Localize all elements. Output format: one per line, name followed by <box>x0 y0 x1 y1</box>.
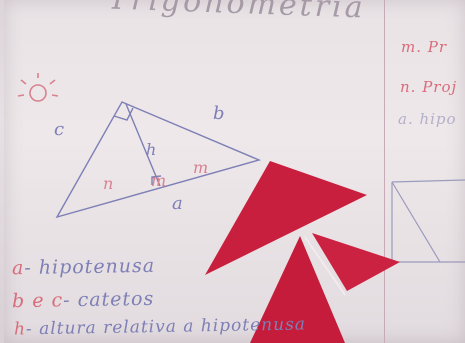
right-triangle <box>55 101 262 219</box>
red-paper-triangle-bottom <box>250 236 345 343</box>
red-paper-triangle-large <box>205 161 367 275</box>
definition-catetos: b e c- catetos <box>12 288 155 312</box>
page-margin-line <box>384 0 385 343</box>
definition-prefix: h <box>13 319 27 340</box>
side-c-label: c <box>54 119 66 140</box>
definition-text: - hipotenusa <box>24 254 156 280</box>
side-a-label: a <box>172 193 184 214</box>
definition-prefix: a <box>11 257 25 280</box>
margin-note-3: a. hipo <box>398 110 457 128</box>
margin-note-1: m. Pr <box>401 38 448 56</box>
side-b-label: b <box>213 103 226 124</box>
red-paper-triangle-right <box>312 233 400 291</box>
definition-prefix: b e c <box>11 289 64 313</box>
segment-m-label: m <box>151 171 168 190</box>
notebook-page <box>4 0 465 343</box>
secondary-triangle <box>391 179 465 263</box>
margin-note-2: n. Proj <box>400 78 458 96</box>
definition-text: - catetos <box>62 287 155 312</box>
definition-hipotenusa: a- hipotenusa <box>12 255 156 279</box>
segment-n-label: n <box>103 174 115 193</box>
height-line <box>125 103 161 187</box>
height-label: h <box>146 140 158 159</box>
sun-doodle-icon <box>17 73 59 102</box>
segment-m-label-2: m <box>193 158 210 177</box>
